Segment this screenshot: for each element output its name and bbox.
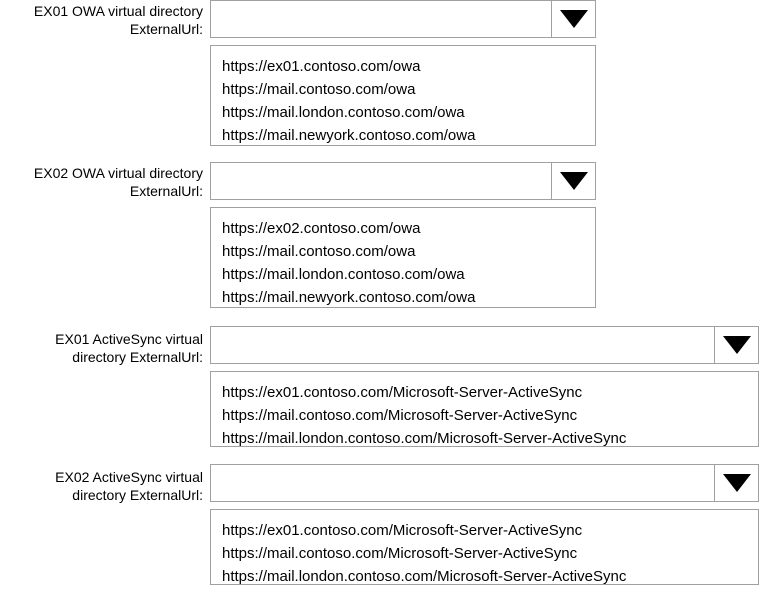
combobox-value-ex01-activesync[interactable] [211,327,714,363]
combobox-value-ex02-owa[interactable] [211,163,551,199]
combobox-value-ex02-activesync[interactable] [211,465,714,501]
combobox-dropdown-button-ex02-activesync[interactable] [714,465,758,501]
triangle-down-icon [559,172,588,190]
list-item[interactable]: https://ex02.contoso.com/owa [222,220,421,237]
list-item[interactable]: https://mail.london.contoso.com/owa [222,104,465,121]
triangle-down-icon [559,10,588,28]
list-item[interactable]: https://mail.london.contoso.com/owa [222,266,465,283]
list-item[interactable]: https://mail.newyork.contoso.com/owa [222,289,476,306]
list-item[interactable]: https://mail.contoso.com/owa [222,243,416,260]
list-item[interactable]: https://mail.contoso.com/owa [222,81,416,98]
combobox-value-ex01-owa[interactable] [211,1,551,37]
combobox-dropdown-button-ex01-activesync[interactable] [714,327,758,363]
list-item[interactable]: https://ex01.contoso.com/Microsoft-Serve… [222,384,583,401]
combobox-dropdown-button-ex02-owa[interactable] [551,163,595,199]
list-item[interactable]: https://mail.contoso.com/Microsoft-Serve… [222,407,578,424]
list-item[interactable]: https://mail.newyork.contoso.com/owa [222,127,476,144]
combobox-ex02-activesync[interactable] [210,464,759,502]
list-item[interactable]: https://mail.london.contoso.com/Microsof… [222,568,627,585]
list-item[interactable]: https://ex01.contoso.com/owa [222,58,421,75]
option-list-ex01-owa[interactable]: https://ex01.contoso.com/owa https://mai… [210,45,596,146]
field-label-ex02-owa: EX02 OWA virtual directory ExternalUrl: [33,165,203,199]
list-item[interactable]: https://mail.contoso.com/Microsoft-Serve… [222,545,578,562]
combobox-dropdown-button-ex01-owa[interactable] [551,1,595,37]
list-item[interactable]: https://ex01.contoso.com/Microsoft-Serve… [222,522,583,539]
triangle-down-icon [722,474,751,492]
combobox-ex02-owa[interactable] [210,162,596,200]
triangle-down-icon [722,336,751,354]
option-list-ex01-activesync[interactable]: https://ex01.contoso.com/Microsoft-Serve… [210,371,759,447]
combobox-ex01-owa[interactable] [210,0,596,38]
list-item[interactable]: https://mail.london.contoso.com/Microsof… [222,430,627,447]
option-list-ex02-owa[interactable]: https://ex02.contoso.com/owa https://mai… [210,207,596,308]
field-label-ex01-activesync: EX01 ActiveSync virtual directory Extern… [55,331,203,365]
combobox-ex01-activesync[interactable] [210,326,759,364]
option-list-ex02-activesync[interactable]: https://ex01.contoso.com/Microsoft-Serve… [210,509,759,585]
field-label-ex01-owa: EX01 OWA virtual directory ExternalUrl: [33,3,203,37]
field-label-ex02-activesync: EX02 ActiveSync virtual directory Extern… [55,469,203,503]
